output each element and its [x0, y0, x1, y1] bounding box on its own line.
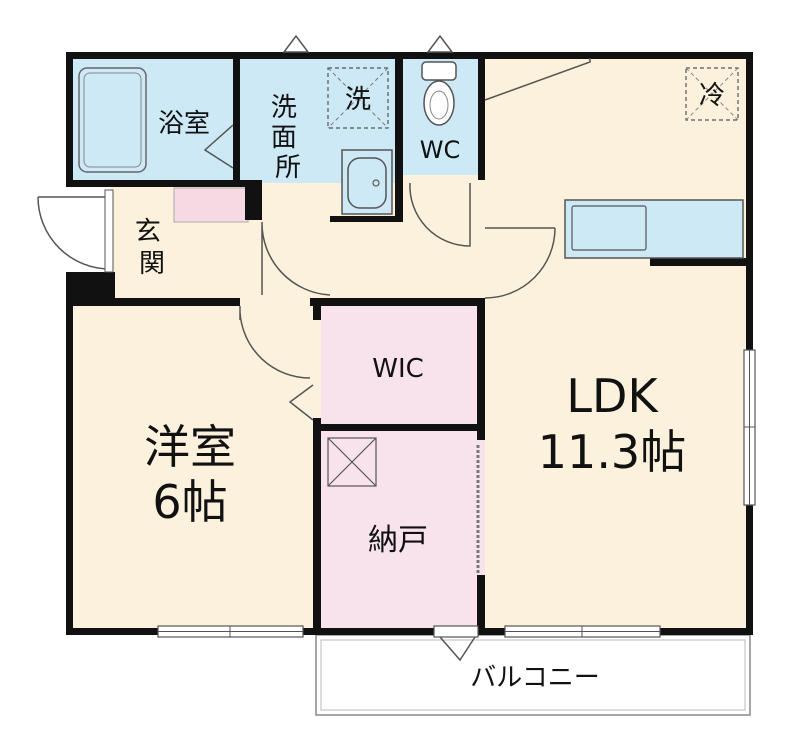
bathtub-inner — [83, 72, 142, 168]
door-gap-wc — [403, 175, 478, 183]
ldk-size: 11.3帖 — [538, 425, 686, 479]
entrance-label-2: 関 — [139, 249, 165, 279]
washer-label: 洗 — [345, 85, 371, 115]
wall-ldk-kitchen-end — [650, 258, 747, 266]
bath-label: 浴室 — [158, 109, 210, 139]
wall-wic-storage — [313, 424, 485, 431]
ldk-ceiling-line — [484, 58, 591, 101]
wall-western-wic — [313, 298, 321, 635]
vent-arrow-icon — [282, 34, 310, 53]
storage-label: 納戸 — [368, 523, 428, 558]
attic-hatch-icon — [327, 437, 377, 487]
wall-right — [746, 52, 753, 635]
window-ldk-bottom — [504, 625, 661, 638]
wic-label: WIC — [372, 354, 424, 384]
wall-bath-wash — [233, 52, 240, 187]
fridge-box-icon — [685, 67, 739, 121]
entrance-door-icon — [37, 196, 111, 270]
washroom-label: 洗 面 所 — [271, 93, 305, 183]
wall-left-bath — [66, 52, 73, 185]
window-western — [157, 625, 304, 638]
shoe-box — [173, 187, 249, 223]
wall-wash-bottom-left — [245, 180, 262, 220]
wall-wash-wc — [395, 52, 403, 222]
kitchen-sink-icon — [571, 205, 647, 251]
storage-floor — [320, 430, 480, 630]
balcony-label: バルコニー — [470, 663, 599, 693]
western-door-icon — [239, 306, 311, 379]
wall-entrance-top — [66, 180, 248, 187]
western-room-size: 6帖 — [152, 475, 227, 529]
vent-arrow-icon — [426, 34, 454, 53]
washroom-label-1: 洗 — [271, 93, 297, 123]
wc-label: WC — [420, 136, 461, 164]
door-gap-wash — [262, 216, 330, 222]
western-room-name: 洋室 — [144, 420, 236, 474]
entrance-label-1: 玄 — [135, 217, 161, 247]
washroom-door-icon — [261, 221, 331, 296]
bathtub-icon — [78, 67, 147, 173]
sink-icon — [341, 149, 393, 215]
wc-door-icon — [409, 182, 471, 247]
kitchen-counter-icon — [564, 199, 744, 259]
ldk-name: LDK — [566, 369, 659, 423]
wic-floor — [320, 305, 480, 425]
western-room-floor — [72, 305, 315, 630]
door-gap-storage — [477, 440, 485, 575]
door-gap-ldk — [478, 180, 485, 298]
washroom-label-2: 面 — [271, 123, 297, 153]
wic-door-icon — [288, 384, 314, 421]
wall-top — [66, 52, 753, 59]
entrance-label: 玄 関 — [135, 217, 169, 279]
ldk-door-icon — [484, 227, 556, 299]
balcony-door-icon — [439, 636, 476, 662]
door-gap-wic — [313, 320, 321, 418]
wall-wc-ldk — [478, 52, 485, 182]
washroom-label-3: 所 — [275, 153, 301, 183]
washer-box-icon — [327, 67, 389, 129]
wall-wash-bottom — [330, 216, 400, 222]
door-gap-western — [240, 298, 310, 306]
window-storage-door — [433, 625, 479, 638]
bath-door-icon — [203, 124, 234, 169]
fridge-label: 冷 — [699, 81, 725, 111]
entrance-door-leaf — [104, 189, 114, 273]
ldk-floor — [485, 58, 747, 630]
window-ldk-right — [743, 349, 756, 506]
balcony-inner — [320, 639, 746, 711]
wall-left-lower — [66, 300, 73, 635]
wall-bottom — [66, 628, 753, 635]
toilet-icon — [421, 61, 457, 126]
